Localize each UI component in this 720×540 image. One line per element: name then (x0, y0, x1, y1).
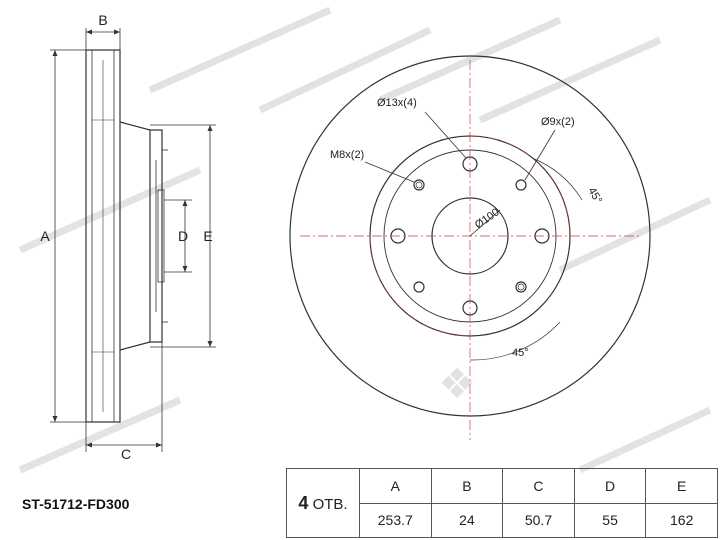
holes-count-cell: 4 ОТВ. (286, 468, 360, 538)
spec-value-row: 253.7 24 50.7 55 162 (287, 502, 718, 538)
hat-section (119, 121, 151, 351)
spec-value-e: 162 (645, 502, 718, 538)
disc-faces (85, 49, 121, 423)
spec-header-a: A (359, 468, 432, 504)
spec-value-c: 50.7 (502, 502, 575, 538)
side-view (85, 49, 168, 423)
watermark-oboi: ❖ (438, 360, 476, 407)
spec-header-e: E (645, 468, 718, 504)
small-hole (413, 281, 425, 293)
spec-header-b: B (430, 468, 504, 504)
svg-text:❖: ❖ (438, 360, 476, 407)
thread-hole (415, 181, 423, 189)
label-e: E (203, 228, 212, 244)
spec-header-c: C (502, 468, 575, 504)
part-number: ST-51712-FD300 (22, 496, 130, 512)
label-d: D (178, 228, 188, 244)
leader-lines (364, 111, 556, 237)
label-hole-13: Ø13x(4) (377, 97, 417, 109)
watermark-logo (18, 6, 712, 474)
label-pcd: Ø100 (473, 206, 502, 231)
thread-hole (413, 179, 425, 191)
label-a: A (40, 228, 50, 244)
spec-header-d: D (573, 468, 647, 504)
label-angle-top: 45° (585, 186, 604, 206)
small-hole (515, 179, 527, 191)
spec-table: 4 ОТВ. A B C D E 253.7 24 50.7 55 162 (286, 468, 718, 538)
holes-label: ОТВ. (312, 495, 348, 513)
spec-value-b: 24 (430, 502, 504, 538)
dimension-arrows (52, 29, 213, 448)
label-thread-m8: M8x(2) (330, 149, 364, 161)
label-c: C (121, 446, 131, 462)
thread-hole (515, 281, 527, 293)
spec-value-d: 55 (573, 502, 647, 538)
dimension-lines (50, 28, 216, 452)
holes-count: 4 (298, 492, 309, 513)
label-b: B (98, 12, 107, 28)
thread-hole (517, 283, 525, 291)
spec-value-a: 253.7 (359, 502, 432, 538)
label-hole-9: Ø9x(2) (541, 116, 575, 128)
spec-header-row: 4 ОТВ. A B C D E (286, 468, 718, 538)
label-angle-bottom: 45° (512, 347, 529, 359)
